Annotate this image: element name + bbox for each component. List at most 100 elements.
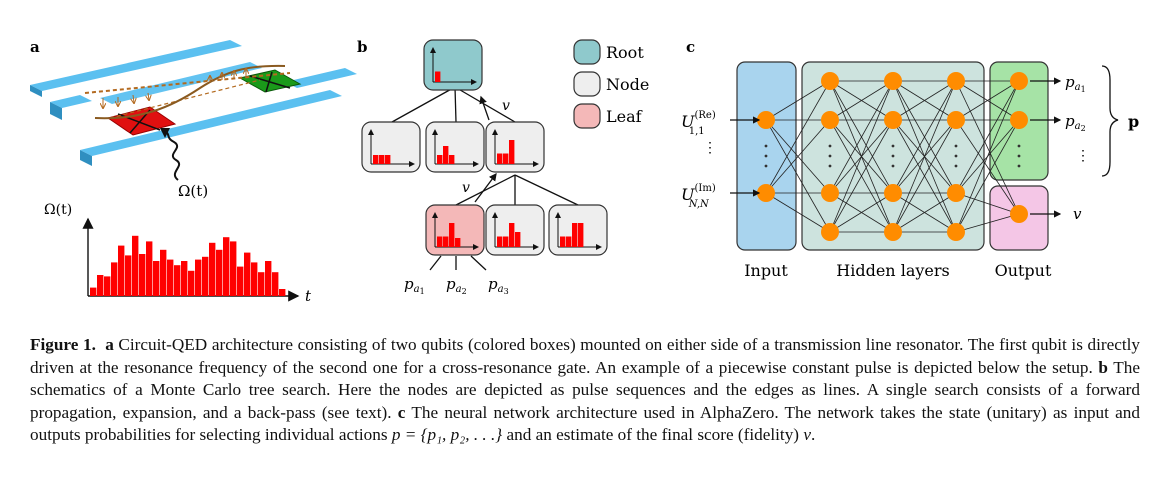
- panel-b-label: b: [357, 38, 368, 56]
- figure-1: a: [30, 38, 1139, 305]
- pulse-bar: [258, 272, 265, 296]
- output-p-a1: pa1: [1065, 73, 1086, 94]
- network-inputs: U(Re)1,1 ⋮ U(Im)N,N: [681, 110, 761, 210]
- neuron: [947, 72, 965, 90]
- pulse-bar: [188, 270, 195, 296]
- tree-node: [485, 204, 545, 256]
- legend-swatch-node: [573, 71, 601, 97]
- pulse-bar: [104, 276, 111, 296]
- pulse-bar: [272, 272, 279, 296]
- pulse-bar: [146, 241, 153, 296]
- input-ellipsis: ⋮: [703, 140, 717, 156]
- pulse-bar: [216, 249, 223, 296]
- pulse-bar: [160, 249, 167, 296]
- caption-a-label: a: [105, 335, 114, 354]
- node-pulse-bar: [443, 236, 449, 247]
- caption-c-label: c: [397, 402, 406, 422]
- figure-caption: Figure 1. a Circuit-QED architecture con…: [30, 334, 1140, 447]
- caption-c-v: v: [803, 425, 811, 445]
- tree-leaf: [425, 204, 485, 256]
- tree-root: [423, 39, 483, 91]
- ellipsis-dots: [764, 144, 1021, 168]
- node-pulse-bar: [379, 155, 385, 164]
- policy-vector-label: p: [1128, 112, 1139, 131]
- pulse-bar: [223, 237, 230, 296]
- node-pulse-bar: [503, 236, 509, 247]
- node-pulse-bar: [572, 223, 578, 247]
- pulse-bar: [279, 289, 286, 296]
- node-pulse-bar: [435, 71, 441, 82]
- pulse-bar: [90, 287, 97, 296]
- svg-text:pa3: pa3: [488, 275, 509, 296]
- resonator-mode: [84, 64, 291, 120]
- output-ellipsis: ⋮: [1076, 148, 1090, 164]
- tree-nodes: [361, 39, 608, 256]
- pulse-bar: [111, 262, 118, 296]
- hidden-layer-label: Hidden layers: [836, 261, 949, 280]
- caption-figure-label: Figure 1.: [30, 335, 96, 354]
- panel-a: a: [30, 38, 357, 305]
- neuron: [884, 72, 902, 90]
- node-pulse-bar: [560, 236, 566, 247]
- pulse-bar: [139, 254, 146, 296]
- node-pulse-bar: [509, 223, 515, 247]
- edge-label-lower: v: [462, 180, 470, 196]
- neuron: [821, 72, 839, 90]
- neuron: [1010, 72, 1028, 90]
- neuron: [821, 223, 839, 241]
- pulse-bar: [230, 241, 237, 296]
- panel-c-label: c: [686, 38, 695, 56]
- node-pulse-bar: [449, 155, 455, 164]
- pulse-ylabel: Ω(t): [44, 202, 72, 218]
- pulse-chart: Ω(t) t: [44, 202, 312, 305]
- legend-leaf: Leaf: [606, 107, 643, 126]
- policy-brace: [1101, 65, 1119, 177]
- pulse-bar: [202, 256, 209, 296]
- node-pulse-bar: [509, 140, 515, 164]
- node-pulse-bar: [497, 153, 503, 164]
- pulse-bar: [244, 252, 251, 296]
- pulse-bars: [90, 235, 286, 296]
- pulse-bar: [209, 242, 216, 296]
- edge-label-upper: v: [502, 98, 510, 114]
- network-outputs: pa1 pa2 ⋮ v p: [1030, 65, 1139, 223]
- network-connections: [765, 80, 1020, 233]
- tree-node: [485, 121, 545, 173]
- caption-b-label: b: [1098, 357, 1108, 377]
- tree-node: [361, 121, 421, 173]
- pulse-xlabel: t: [305, 287, 312, 305]
- node-pulse-bar: [566, 236, 572, 247]
- caption-c-tail: and an estimate of the final score (fide…: [506, 425, 800, 445]
- node-pulse-bar: [515, 232, 521, 247]
- pulse-bar: [167, 259, 174, 296]
- caption-c-text: The neural network architecture used in …: [30, 402, 1140, 445]
- neuron: [757, 111, 775, 129]
- node-pulse-bar: [385, 155, 391, 164]
- output-layer-label: Output: [995, 261, 1052, 280]
- qubit-2: [238, 69, 302, 93]
- pulse-bar: [251, 262, 258, 296]
- input-label-bottom: U(Im)N,N: [681, 183, 716, 210]
- leaf-output-3: p: [488, 275, 498, 293]
- pulse-bar: [118, 245, 125, 296]
- neuron: [821, 184, 839, 202]
- drive-label: Ω(t): [178, 182, 208, 200]
- pulse-bar: [125, 255, 132, 296]
- neuron: [884, 223, 902, 241]
- pulse-bar: [174, 265, 181, 296]
- panel-a-label: a: [30, 38, 40, 56]
- neuron: [947, 223, 965, 241]
- neuron: [757, 184, 775, 202]
- panel-c: c U(Re)1,1 ⋮ U(Im)N,N pa1 pa2 ⋮ v p: [681, 38, 1139, 280]
- pulse-bar: [237, 266, 244, 296]
- panel-b: b v v pa1 pa2 pa3 Root: [357, 38, 649, 296]
- neuron: [1010, 111, 1028, 129]
- pulse-bar: [97, 275, 104, 296]
- tree-node: [548, 204, 608, 256]
- tree-edges: [391, 86, 579, 271]
- neuron: [947, 184, 965, 202]
- legend-root: Root: [606, 43, 644, 62]
- value-output-label: v: [1073, 205, 1082, 223]
- legend-node: Node: [606, 75, 649, 94]
- node-pulse-bar: [443, 146, 449, 164]
